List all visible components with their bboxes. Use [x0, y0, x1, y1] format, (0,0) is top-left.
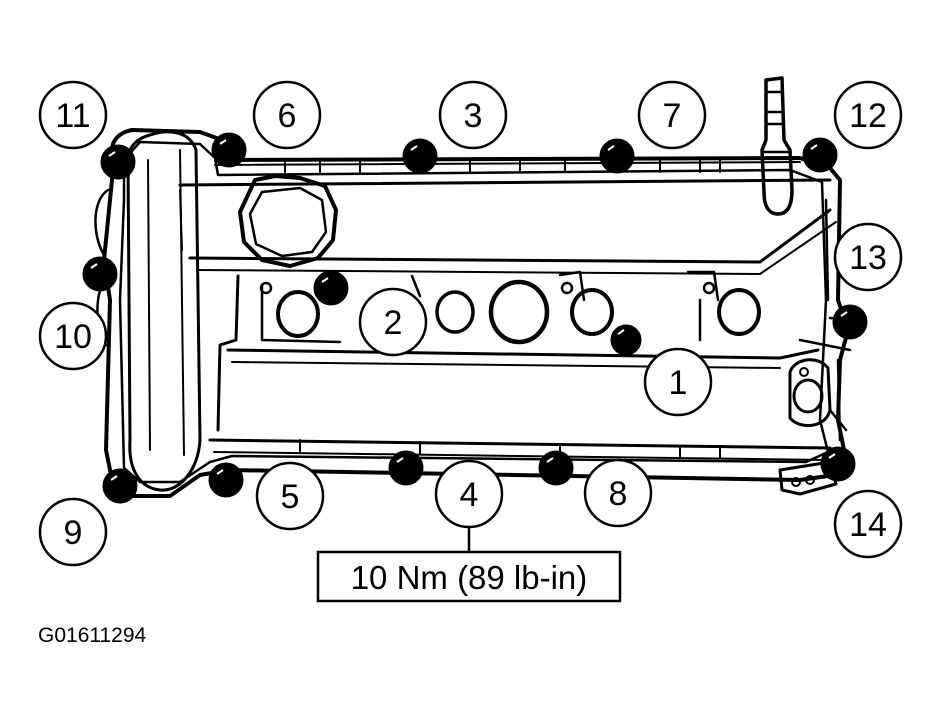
callout-9: 9: [38, 497, 108, 567]
callout-1-label: 1: [669, 364, 688, 402]
bolt-hole-b: [560, 281, 574, 295]
bolt-10: [82, 256, 118, 292]
bottom-rail-2: [213, 451, 829, 461]
bolt-hole-c: [702, 281, 716, 295]
bolt-8: [538, 450, 574, 486]
bolts: [82, 132, 868, 504]
callout-8: 8: [583, 458, 653, 528]
breather-tube: [760, 76, 794, 216]
callout-2: 2: [358, 287, 428, 357]
callout-4: 4: [434, 459, 504, 529]
callout-6-label: 6: [278, 97, 297, 135]
breather-tube-ribs: [760, 90, 792, 154]
cam-channel-upper: [216, 274, 240, 432]
callout-1: 1: [643, 347, 713, 417]
callout-14: 14: [833, 489, 903, 559]
bolt-12: [802, 137, 838, 173]
callout-10: 10: [38, 301, 108, 371]
callout-12-label: 12: [849, 97, 887, 135]
oil-fill-cap: [238, 174, 338, 268]
cam-channel-lower: [226, 348, 820, 360]
bolt-13: [832, 304, 868, 340]
bolt-6: [211, 132, 247, 168]
callout-10-label: 10: [54, 318, 92, 356]
callout-5: 5: [255, 461, 325, 531]
port-5: [717, 288, 761, 336]
bolt-highlights: [90, 139, 848, 481]
torque-spec-text: 10 Nm (89 lb-in): [351, 559, 588, 596]
top-rail-2: [214, 161, 801, 166]
bolt-4: [388, 450, 424, 486]
callout-6: 6: [252, 80, 322, 150]
bolt-11: [100, 144, 136, 180]
bottom-rail: [208, 438, 832, 450]
top-rail: [178, 178, 832, 187]
callout-13-label: 13: [849, 239, 887, 277]
mid-rail: [188, 208, 832, 264]
right-bracket-hole: [792, 378, 824, 414]
port-3: [488, 279, 550, 345]
callout-8-label: 8: [609, 475, 628, 513]
figure-id: G01611294: [38, 624, 147, 647]
port-4: [570, 288, 614, 336]
bolt-3: [402, 138, 438, 174]
callout-3: 3: [438, 80, 508, 150]
callout-5-label: 5: [281, 478, 300, 516]
right-bracket-dot: [799, 367, 809, 377]
bolt-7: [599, 138, 635, 174]
bolt-14: [820, 446, 856, 482]
oil-fill-cap-inner: [248, 186, 328, 258]
bolt-5: [208, 462, 244, 498]
lower-right-tab-hole-2: [805, 475, 815, 485]
bolt-1: [610, 324, 642, 356]
callout-12: 12: [833, 80, 903, 150]
cover-outline: [102, 128, 850, 498]
callout-7-label: 7: [663, 97, 682, 135]
callout-11: 11: [38, 80, 108, 150]
callout-4-label: 4: [460, 476, 479, 514]
upper-channel: [179, 189, 183, 251]
callout-9-label: 9: [64, 514, 83, 552]
right-bracket: [788, 358, 832, 427]
top-ribs: [284, 159, 721, 173]
mid-rail-2: [197, 221, 837, 275]
right-rail: [824, 198, 842, 442]
port-frame: [260, 270, 720, 344]
callout-3-label: 3: [464, 97, 483, 135]
callout-2-label: 2: [384, 304, 403, 342]
callout-7: 7: [637, 80, 707, 150]
left-end-cap-inner: [147, 159, 151, 451]
callout-14-label: 14: [849, 506, 887, 544]
bolt-hole-a: [259, 281, 273, 295]
port-2: [435, 290, 475, 334]
bottom-ribs: [299, 439, 721, 459]
port-1: [276, 290, 320, 338]
callout-11-label: 11: [55, 97, 90, 135]
callout-13: 13: [833, 222, 903, 292]
bolt-9: [102, 468, 138, 504]
lower-right-tab-hole-1: [791, 477, 801, 487]
callouts: 1 2 3 4 5 6 7 8: [38, 80, 903, 567]
torque-spec-box: 10 Nm (89 lb-in): [316, 550, 622, 603]
bolt-2: [313, 270, 349, 306]
